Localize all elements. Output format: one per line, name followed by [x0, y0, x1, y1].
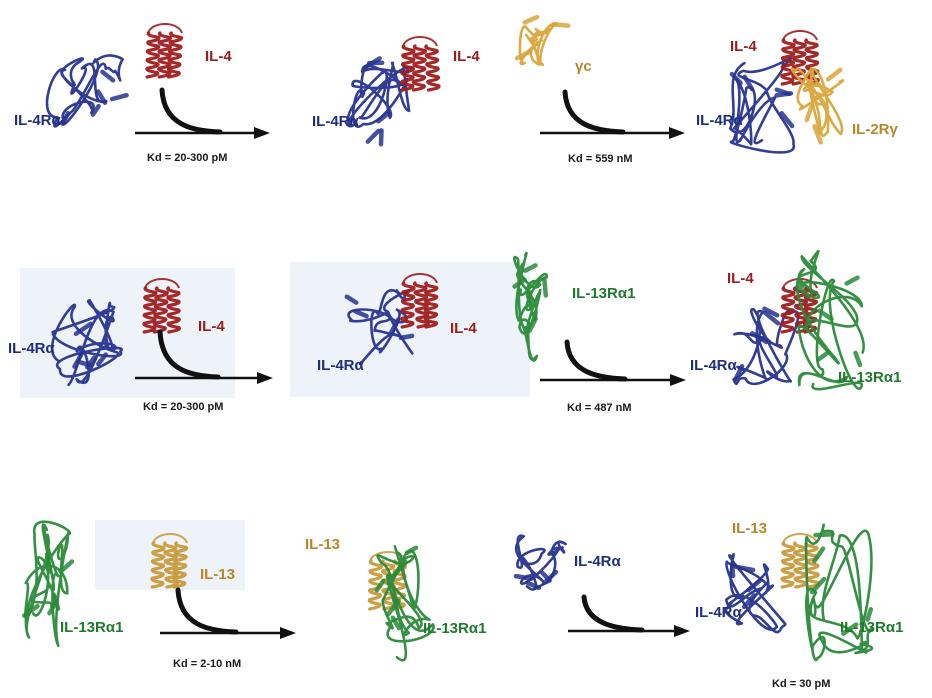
kd-value: Kd = 559 nM [568, 153, 633, 165]
label-il13ra1: IL-13Rα1 [572, 285, 636, 302]
il13-structure [150, 533, 189, 589]
il4-structure [400, 36, 441, 92]
kd-value: Kd = 2-10 nM [173, 658, 242, 670]
reaction-arrow [160, 587, 296, 639]
label-il4: IL-4 [450, 320, 477, 337]
il13ra1-structure [512, 251, 549, 362]
il13ra1-structure [795, 249, 865, 391]
il4ra-structure [346, 56, 413, 147]
reaction-arrow [540, 89, 685, 139]
il4ra-structure [724, 553, 787, 634]
kd-value: Kd = 20-300 pM [147, 152, 228, 164]
gamma-c-structure [790, 66, 845, 145]
il4-structure [142, 278, 181, 334]
label-il4ra: IL-4Rα [312, 113, 359, 130]
il4-structure [145, 23, 184, 79]
label-il4: IL-4 [453, 48, 480, 65]
background-panel [290, 262, 530, 397]
label-il13ra1: IL-13Rα1 [423, 620, 487, 637]
label-il4: IL-4 [198, 318, 225, 335]
label-il13: IL-13 [305, 536, 341, 553]
il4ra-structure [732, 306, 800, 386]
kd-value: Kd = 30 pM [772, 678, 831, 690]
label-il4ra: IL-4Rα [574, 553, 621, 570]
label-il13ra1: IL-13Rα1 [60, 619, 124, 636]
il13ra1-structure [804, 523, 874, 662]
il4-structure [400, 273, 439, 329]
il4ra-structure [728, 57, 795, 154]
il4ra-structure [50, 299, 123, 387]
il4ra-structure [344, 288, 415, 366]
label-il4ra: IL-4Rα [696, 112, 743, 129]
label-il4ra: IL-4Rα [695, 604, 742, 621]
label-il4ra: IL-4Rα [14, 112, 61, 129]
label-il13: IL-13 [200, 566, 236, 583]
label-il4ra: IL-4Rα [317, 357, 364, 374]
kd-value: Kd = 20-300 pM [143, 401, 224, 413]
il13ra1-structure [374, 545, 435, 662]
reaction-arrow [135, 329, 273, 384]
label-il4ra: IL-4Rα [690, 357, 737, 374]
il4ra-structure [45, 54, 129, 128]
label-il4ra: IL-4Rα [8, 340, 55, 357]
label-il4: IL-4 [730, 38, 757, 55]
label-il13ra1: IL-13Rα1 [838, 369, 902, 386]
il4ra-structure [513, 534, 567, 591]
label-il2rg: IL-2Rγ [852, 121, 898, 138]
reaction-arrow [135, 87, 270, 139]
reaction-arrow [540, 339, 686, 386]
kd-value: Kd = 487 nM [567, 402, 632, 414]
reaction-arrow [568, 594, 690, 637]
label-il4: IL-4 [727, 270, 754, 287]
label-il13: IL-13 [732, 520, 768, 537]
gamma-c-structure [514, 14, 571, 66]
label-il13ra1: IL-13Rα1 [840, 619, 904, 636]
il13ra1-structure [21, 520, 75, 648]
label-il4: IL-4 [205, 48, 232, 65]
label-gamma-c: γc [575, 58, 592, 75]
